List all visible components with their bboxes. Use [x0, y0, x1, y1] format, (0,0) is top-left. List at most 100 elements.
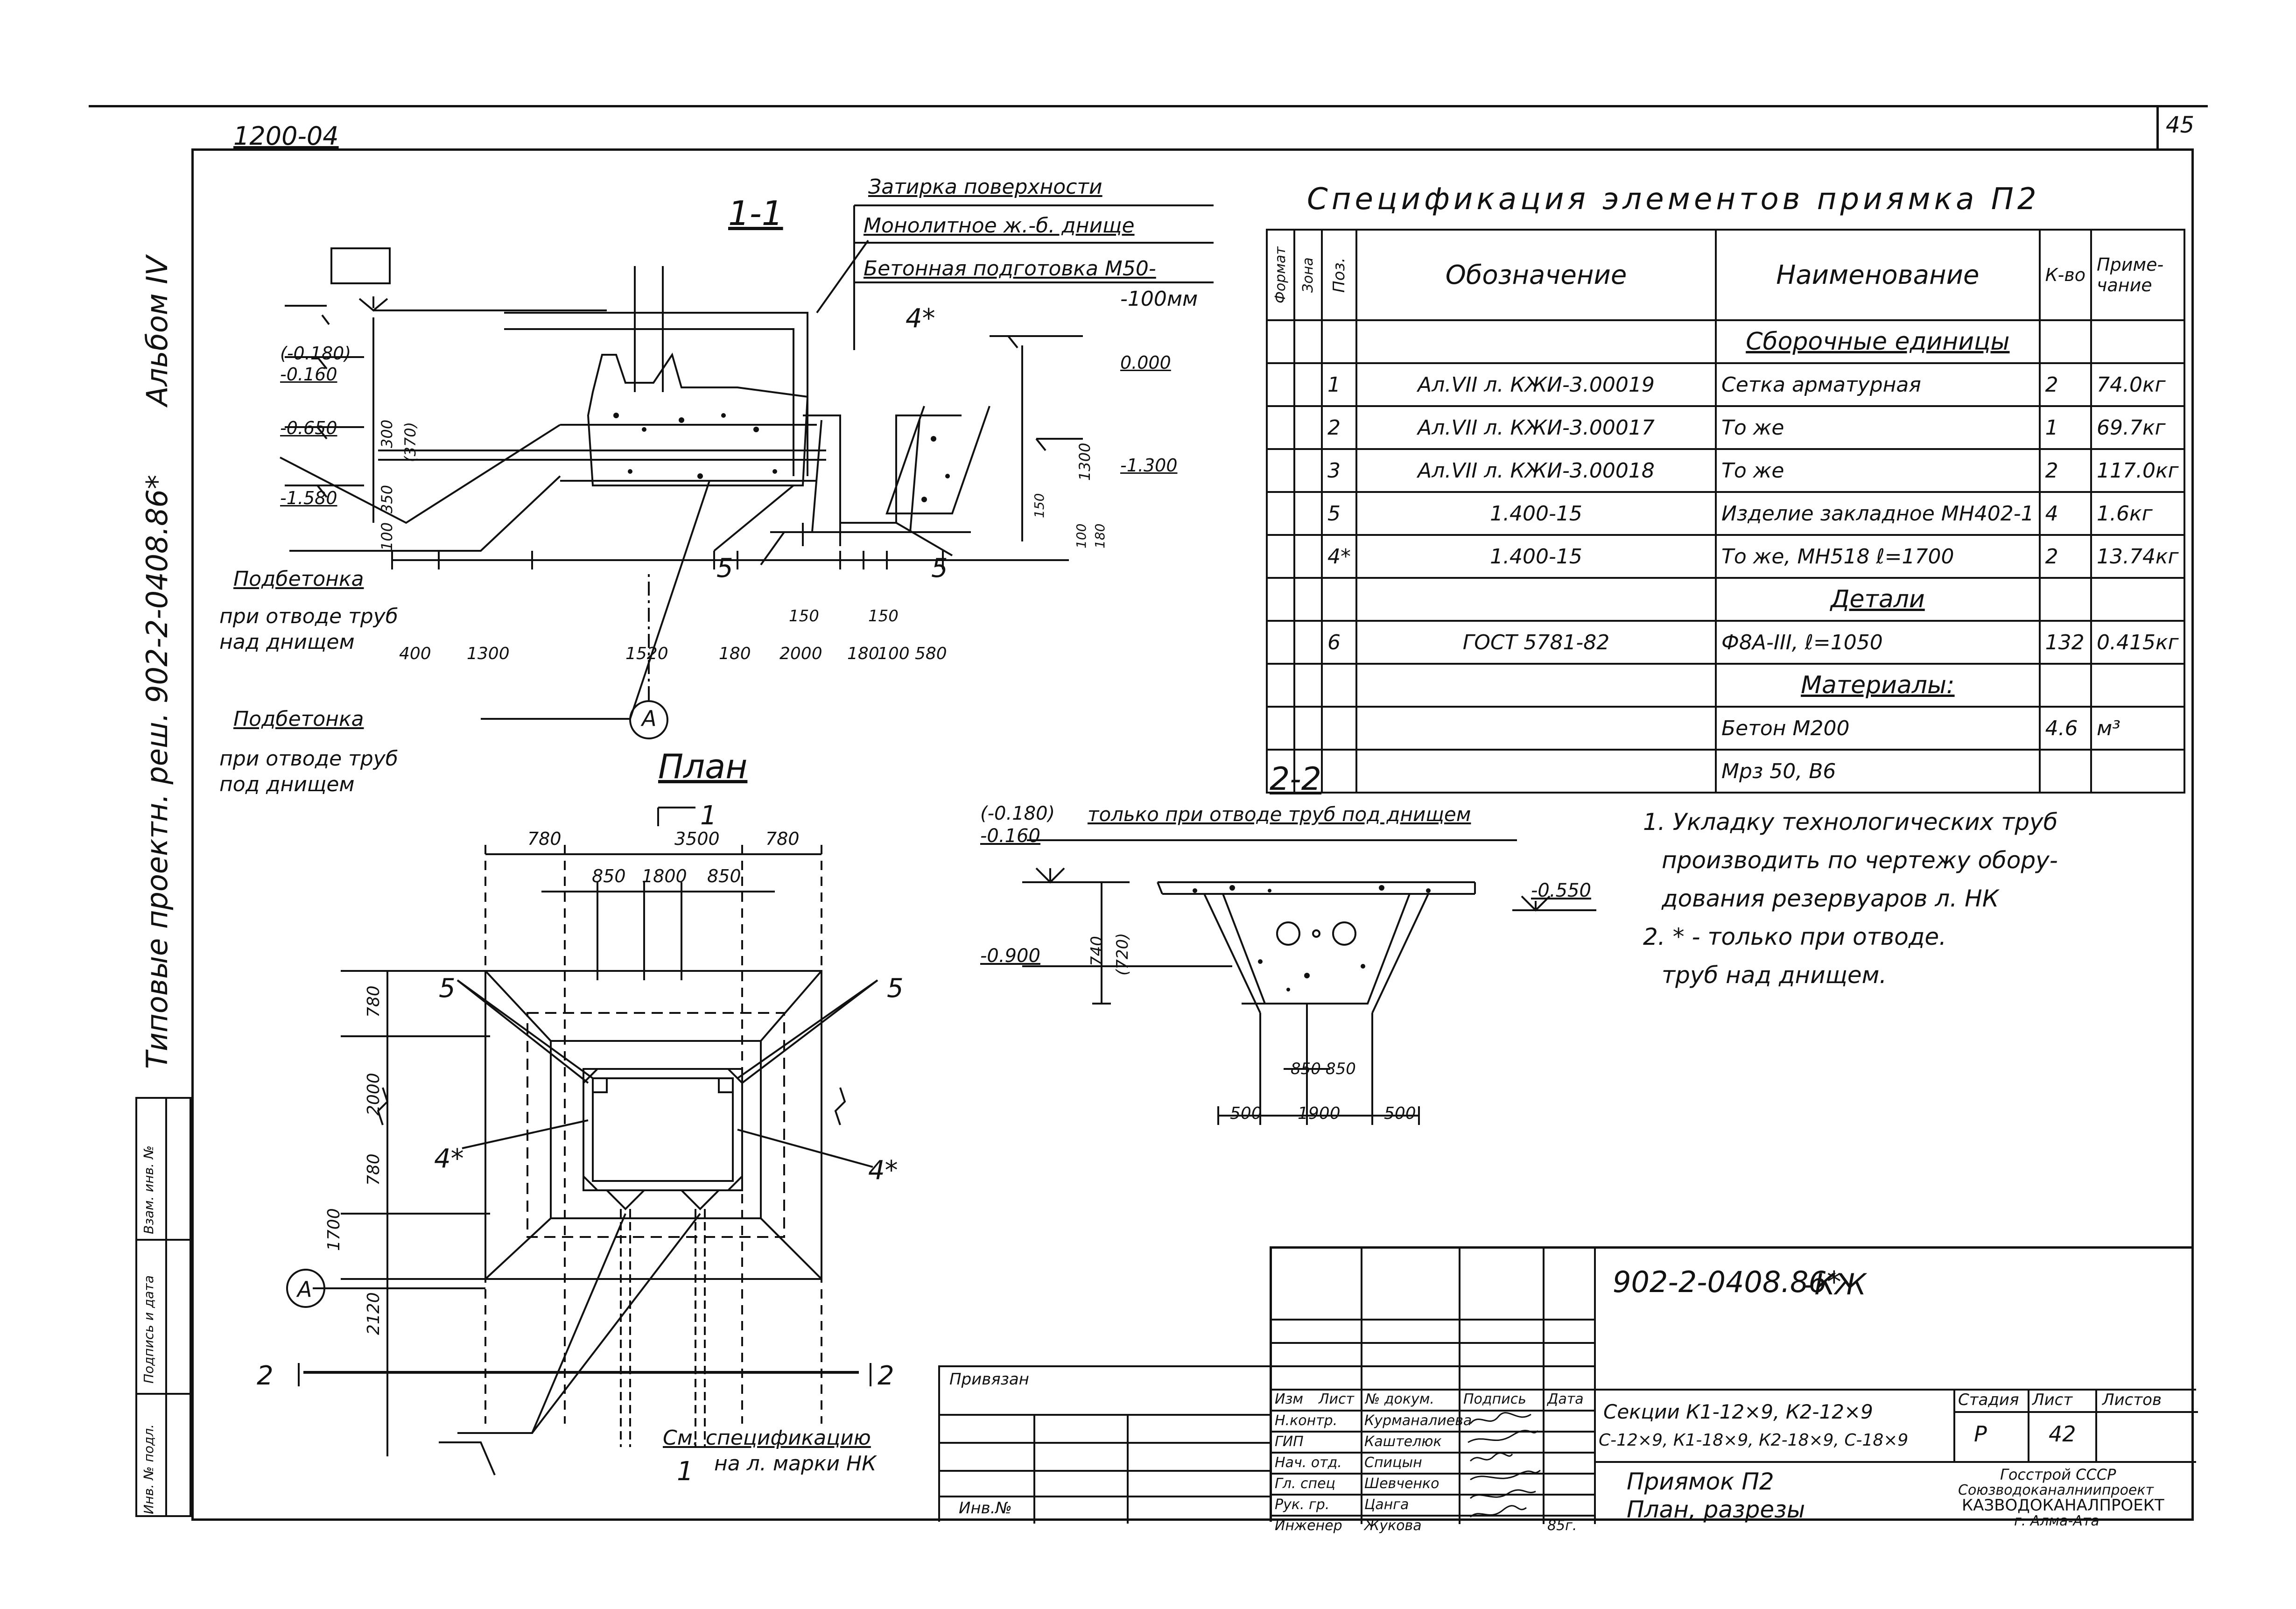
tb-org-3: КАЗВОДОКАНАЛПРОЕКТ: [1962, 1496, 2164, 1515]
tb-staff-role: ГИП: [1275, 1433, 1304, 1450]
dim-1-1-b4: 2000: [779, 644, 822, 663]
spec-cell-name: Ф8А-III, ℓ=1050: [1715, 620, 2041, 665]
level-1-1-f: -1.300: [1120, 455, 1178, 476]
note-2-line-2: при отводе труб: [219, 747, 398, 771]
tb-sig-h-list: Лист: [1319, 1391, 1355, 1407]
tb-doc-code: 902-2-0408.86*: [1613, 1265, 1841, 1299]
spec-cell-designation: [1355, 577, 1717, 622]
spec-cell-designation: 1.400-15: [1355, 491, 1717, 536]
dim-2-2-b0: 500: [1230, 1104, 1262, 1123]
tb-sheet: 42: [2049, 1421, 2076, 1447]
dim-1-1-v2: 350: [378, 485, 396, 513]
tb-staff-name: Шевченко: [1364, 1476, 1439, 1492]
level-1-1-b: -0.160: [280, 364, 337, 385]
dim-1-1-v1: (370): [401, 422, 419, 462]
spec-h-note: Приме-чание: [2090, 229, 2186, 321]
spec-h-name: Наименование: [1715, 229, 2041, 321]
tb-sections-2: С-12×9, К1-18×9, К2-18×9, С-18×9: [1599, 1431, 1909, 1450]
tb-sheets-label: Листов: [2102, 1391, 2162, 1409]
tb-stage: Р: [1974, 1421, 1987, 1447]
spec-cell-note: 117.0кг: [2090, 448, 2186, 493]
tb-stage-v1: [2028, 1389, 2029, 1461]
tb-row-line-3: [1272, 1365, 1594, 1367]
spec-cell-format: [1266, 448, 1295, 493]
plan-dim-top-0: 780: [527, 829, 562, 849]
dim-1-1-b1: 1300: [467, 644, 510, 663]
spec-cell-designation: [1355, 706, 1717, 751]
spec-cell-qty: [2038, 663, 2092, 708]
dim-2-2-i1: 850: [1326, 1060, 1356, 1078]
left-stamp: Инв. № подл. Подпись и дата Взам. инв. №: [135, 1097, 191, 1517]
dim-1-1-b0: 400: [399, 644, 431, 663]
section-2-2-title: 2-2: [1270, 761, 1322, 798]
inner-frame: [191, 148, 2194, 1521]
tb-staff-role: Рук. гр.: [1275, 1497, 1330, 1513]
tb-sig-h-doc: № докум.: [1365, 1391, 1434, 1407]
spec-cell-zone: [1293, 319, 1323, 364]
layer-label-3: Бетонная подготовка М50-: [864, 257, 1156, 281]
spec-cell-name: То же: [1715, 448, 2041, 493]
privyazan-line-2: [940, 1442, 1271, 1444]
spec-cell-note: [2090, 749, 2186, 794]
spec-cell-format: [1266, 706, 1295, 751]
spec-cell-format: [1266, 663, 1295, 708]
spec-cell-zone: [1293, 534, 1323, 579]
spec-cell-pos: 5: [1321, 491, 1357, 536]
spec-cell-name: Бетон М200: [1715, 706, 2041, 751]
spec-cell-qty: 4: [2038, 491, 2092, 536]
spec-table: Формат Зона Поз. Обозначение Наименовани…: [1266, 229, 2186, 794]
plan-dim-top-2: 780: [765, 829, 800, 849]
tb-sheet-label: Лист: [2032, 1391, 2073, 1409]
spec-cell-pos: [1321, 319, 1357, 364]
privyazan-col-2: [1127, 1414, 1129, 1524]
section-2-2-note: только при отводе труб под днищем: [1088, 803, 1471, 826]
spec-cell-designation: Ал.VII л. КЖИ-3.00019: [1355, 362, 1717, 407]
spec-h-format: Формат: [1267, 230, 1294, 320]
spec-cell-qty: 2: [2038, 448, 2092, 493]
section-1-1-drawing: [280, 204, 1214, 739]
spec-cell-name: Сборочные единицы: [1715, 319, 2041, 364]
note-line-2: производить по чертежу обору-: [1662, 847, 2058, 874]
note-1-line-3: над днищем: [219, 630, 355, 654]
tb-staff-row: Рук. гр. Цанга: [1272, 1494, 1594, 1515]
spec-header-row: Формат Зона Поз. Обозначение Наименовани…: [1267, 229, 2186, 321]
dim-1-1-s0: 150: [789, 607, 819, 625]
spec-cell-pos: 6: [1321, 620, 1357, 665]
tb-col-line-3: [1543, 1249, 1545, 1524]
plan-cut-right: 2: [878, 1361, 894, 1391]
spec-cell-zone: [1293, 749, 1323, 794]
spec-h-qty: К-во: [2038, 229, 2092, 321]
left-stamp-divider: [165, 1099, 167, 1515]
tb-sig-h-izm: Изм: [1275, 1391, 1304, 1407]
note-line-1: 1. Укладку технологических труб: [1643, 808, 2058, 836]
dim-1-1-v6: 100: [1074, 523, 1089, 548]
tb-staff-role: Нач. отд.: [1275, 1454, 1342, 1471]
left-stamp-inv: Инв. № подл.: [141, 1424, 156, 1514]
tb-stage-v2: [2095, 1389, 2097, 1461]
spec-cell-qty: 1: [2038, 405, 2092, 450]
spec-cell-zone: [1293, 620, 1323, 665]
spec-cell-format: [1266, 405, 1295, 450]
tb-org-2: Союзводоканалниипроект: [1958, 1482, 2154, 1498]
tb-staff: Н.контр. Курманалиева ГИП Каштелюк Нач. …: [1272, 1410, 1594, 1536]
section-1-1-title: 1-1: [728, 194, 783, 233]
spec-cell-name: То же, МН518 ℓ=1700: [1715, 534, 2041, 579]
tb-staff-row: Н.контр. Курманалиева: [1272, 1410, 1594, 1431]
plan-pos-4star-right: 4*: [868, 1155, 898, 1186]
spec-cell-format: [1266, 534, 1295, 579]
tb-staff-role: Гл. спец: [1275, 1476, 1335, 1492]
spec-cell-qty: [2038, 319, 2092, 364]
spec-h-zone: Зона: [1294, 230, 1322, 320]
plan-cut-top: 1: [700, 801, 717, 831]
level-1-1-d: -1.580: [280, 488, 337, 508]
tb-staff-role: Инженер: [1275, 1518, 1342, 1534]
tb-stage-box: Стадия Лист Листов Р 42: [1953, 1389, 2198, 1461]
spec-cell-name: Детали: [1715, 577, 2041, 622]
dim-1-1-v0: 300: [378, 419, 396, 448]
tb-staff-name: Жукова: [1364, 1518, 1422, 1534]
plan-cut-left: 2: [257, 1361, 274, 1391]
spec-cell-note: [2090, 663, 2186, 708]
